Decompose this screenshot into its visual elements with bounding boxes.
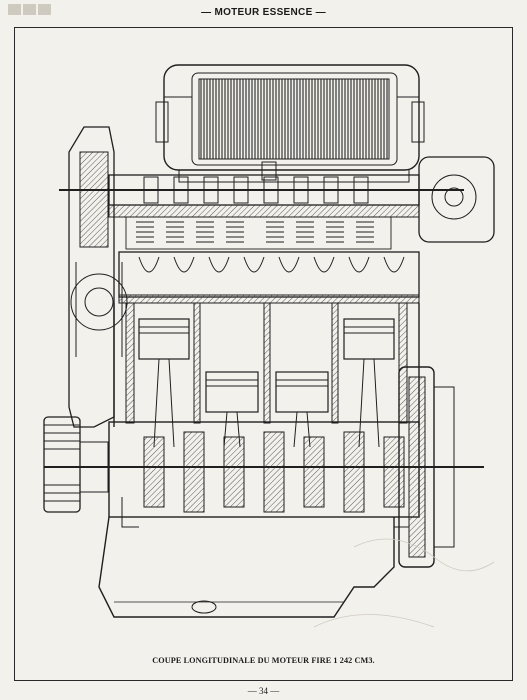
page-number: — 34 — — [247, 686, 280, 696]
figure-caption: COUPE LONGITUDINALE DU MOTEUR FIRE 1 242… — [152, 656, 375, 665]
combustion-chambers — [118, 251, 420, 304]
bleed-through-marks — [313, 538, 495, 628]
pistons — [138, 318, 395, 413]
air-filter-housing — [155, 64, 425, 183]
engine-cross-section-drawing — [43, 64, 495, 628]
cylinder-block — [113, 302, 420, 448]
camshaft-lobes — [143, 176, 369, 204]
valve-springs — [125, 216, 392, 250]
cylinder-head — [59, 156, 495, 243]
oil-sump — [98, 516, 395, 618]
flywheel — [398, 366, 455, 568]
crankshaft-pulley — [43, 416, 109, 513]
figure-frame — [14, 27, 513, 681]
bleed-through-logo — [8, 4, 51, 15]
page-header: — MOTEUR ESSENCE — — [201, 7, 326, 18]
timing-belt-cover — [68, 126, 128, 428]
